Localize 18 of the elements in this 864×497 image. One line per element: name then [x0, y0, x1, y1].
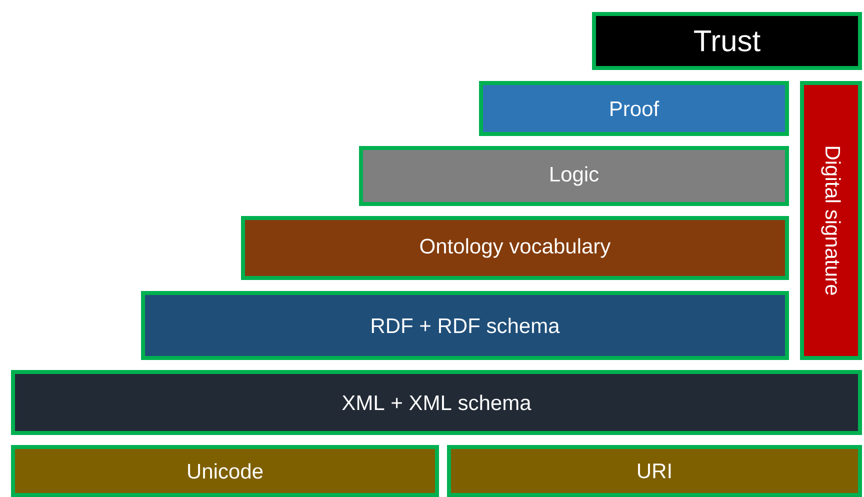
layer-box — [447, 445, 862, 497]
node-label: Trust — [694, 30, 760, 52]
layer-box — [592, 12, 862, 70]
layer-box — [241, 216, 789, 280]
node-label: Proof — [610, 100, 660, 116]
node-label: RDF + RDF schema — [372, 318, 560, 334]
layer-box — [11, 445, 439, 497]
layer-box — [800, 81, 862, 360]
layer-box — [141, 291, 789, 360]
node-label: URI — [638, 464, 671, 478]
node-label: Logic — [550, 166, 599, 186]
node-label: XML + XML schema — [342, 394, 532, 410]
node-label: Digital signature — [821, 146, 841, 295]
layer-box — [359, 146, 789, 206]
layer-box — [479, 81, 789, 136]
layer-box — [11, 370, 862, 435]
node-label: Ontology vocabulary — [420, 238, 611, 258]
node-label: Unicode — [188, 463, 263, 479]
